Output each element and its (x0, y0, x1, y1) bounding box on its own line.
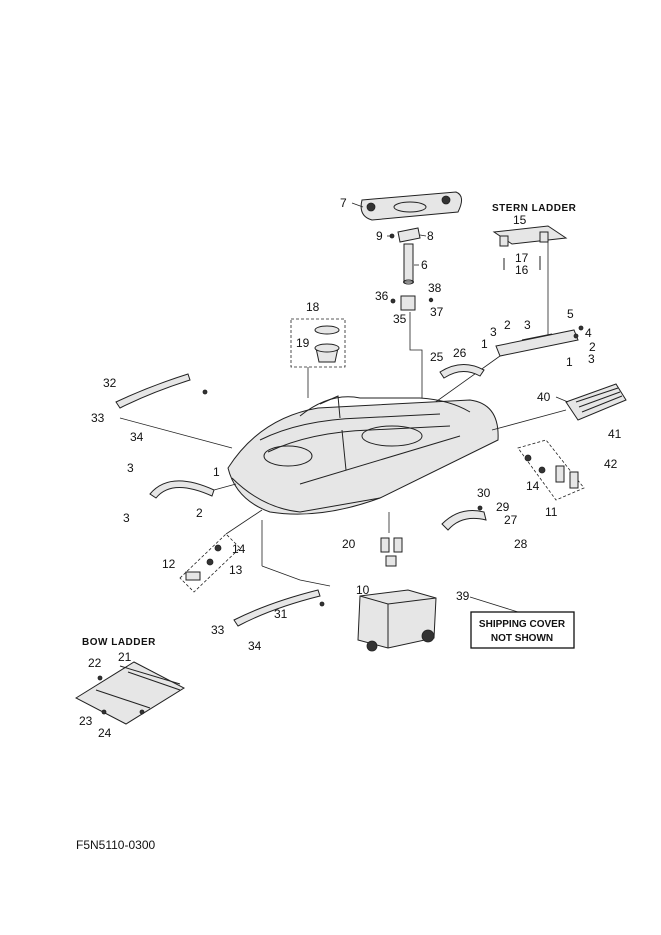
part-18-cup-holder-group (290, 318, 346, 368)
callout-3e: 3 (123, 511, 130, 525)
callout-35: 35 (393, 312, 407, 326)
callout-23: 23 (79, 714, 93, 728)
boat-hull (227, 395, 499, 515)
callout-3d: 3 (127, 461, 134, 475)
callout-2b: 2 (589, 340, 596, 354)
callout-37: 37 (430, 305, 444, 319)
callout-14a: 14 (526, 479, 540, 493)
callout-17: 17 (515, 251, 529, 265)
callout-6: 6 (421, 258, 428, 272)
callout-31: 31 (274, 607, 288, 621)
callout-41: 41 (608, 427, 622, 441)
callout-3b: 3 (524, 318, 531, 332)
callout-19: 19 (296, 336, 310, 350)
callout-40: 40 (537, 390, 551, 404)
stern-bracket-assembly (495, 325, 584, 357)
callout-24: 24 (98, 726, 112, 740)
callout-2a: 2 (504, 318, 511, 332)
callout-4: 4 (585, 326, 592, 340)
part-10-cooler (357, 589, 437, 652)
document-id: F5N5110-0300 (76, 838, 156, 852)
callout-26: 26 (453, 346, 467, 360)
part-20-fittings (380, 537, 403, 567)
callout-2c: 2 (196, 506, 203, 520)
part-31-side-rail (233, 589, 325, 627)
callout-20: 20 (342, 537, 356, 551)
callout-13: 13 (229, 563, 243, 577)
callout-22: 22 (88, 656, 102, 670)
callout-3c: 3 (588, 352, 595, 366)
callout-27: 27 (504, 513, 518, 527)
part-21-bow-ladder (74, 661, 186, 725)
callout-30: 30 (477, 486, 491, 500)
callout-1b: 1 (566, 355, 573, 369)
part-11-cleat-group (517, 439, 585, 501)
callout-1c: 1 (213, 465, 220, 479)
callout-5: 5 (567, 307, 574, 321)
shipping-cover-note-box (470, 611, 575, 649)
part-32-side-rail (115, 373, 208, 409)
callout-42: 42 (604, 457, 618, 471)
callout-21: 21 (118, 650, 132, 664)
callout-3a: 3 (490, 325, 497, 339)
part-8-table-mount (389, 227, 421, 243)
callout-36: 36 (375, 289, 389, 303)
callout-8: 8 (427, 229, 434, 243)
part-2-bow-rail (149, 480, 215, 499)
part-26-grab-handle (439, 364, 485, 379)
callout-25: 25 (430, 350, 444, 364)
stern-ladder-heading: STERN LADDER (492, 203, 577, 214)
part-6-table-post (403, 243, 414, 285)
callout-14b: 14 (232, 542, 246, 556)
callout-15: 15 (513, 213, 527, 227)
callout-7: 7 (340, 196, 347, 210)
part-12-cleat-group (179, 533, 241, 593)
part-27-grab-handle (441, 505, 487, 531)
callout-39: 39 (456, 589, 470, 603)
callout-12: 12 (162, 557, 176, 571)
callout-33a: 33 (91, 411, 105, 425)
callout-11: 11 (545, 505, 558, 519)
callout-18: 18 (306, 300, 320, 314)
callout-16: 16 (515, 263, 529, 277)
part-40-swim-platform (565, 383, 627, 421)
callout-34a: 34 (130, 430, 144, 444)
note-line-1: SHIPPING COVER (479, 619, 566, 630)
part-15-stern-ladder (492, 225, 568, 270)
callout-29: 29 (496, 500, 510, 514)
note-line-2: NOT SHOWN (491, 633, 553, 644)
part-35-post-base (390, 295, 434, 311)
callout-28: 28 (514, 537, 528, 551)
callout-10: 10 (356, 583, 370, 597)
callout-1a: 1 (481, 337, 488, 351)
callout-33b: 33 (211, 623, 225, 637)
part-7-table-top (360, 191, 462, 221)
callout-9: 9 (376, 229, 383, 243)
callout-38: 38 (428, 281, 442, 295)
callout-32: 32 (103, 376, 117, 390)
callout-34b: 34 (248, 639, 262, 653)
bow-ladder-heading: BOW LADDER (82, 637, 156, 648)
